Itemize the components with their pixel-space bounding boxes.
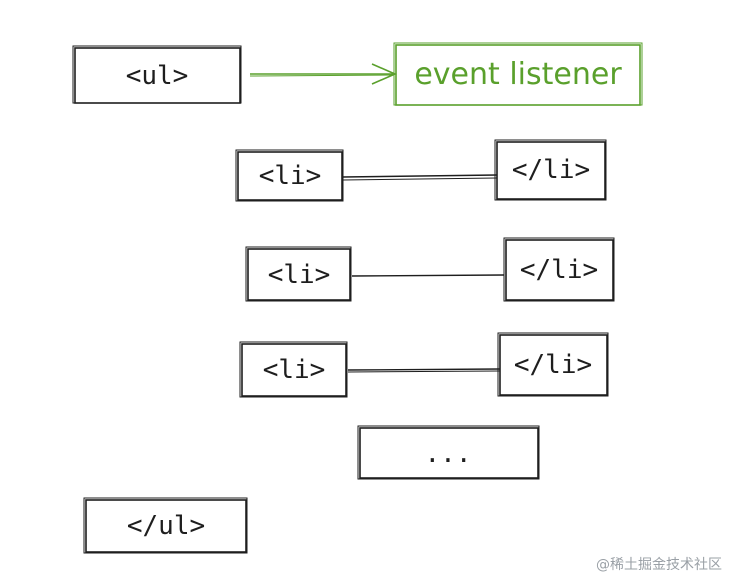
- li-row-1: <li> </li>: [235, 139, 607, 202]
- li-close-label-1: </li>: [512, 155, 590, 185]
- li-row-3: <li> </li>: [239, 332, 609, 398]
- ul-open-node: <ul>: [72, 45, 242, 104]
- ellipsis-node: ...: [357, 425, 540, 480]
- watermark-text: @稀土掘金技术社区: [596, 557, 722, 573]
- arrow-to-event-listener: [249, 63, 398, 85]
- ul-close-label: </ul>: [127, 511, 205, 541]
- ul-close-node: </ul>: [83, 497, 248, 554]
- event-listener-label: event listener: [414, 57, 622, 92]
- li-open-label-2: <li>: [268, 260, 331, 290]
- ul-open-label: <ul>: [126, 61, 189, 91]
- li-close-label-3: </li>: [514, 350, 592, 380]
- li-close-label-2: </li>: [520, 255, 598, 285]
- event-listener-node: event listener: [393, 42, 643, 106]
- li-row-2: <li> </li>: [245, 237, 615, 302]
- li-open-label-3: <li>: [263, 355, 326, 385]
- li-open-label-1: <li>: [259, 161, 322, 191]
- ellipsis-label: ...: [425, 439, 472, 469]
